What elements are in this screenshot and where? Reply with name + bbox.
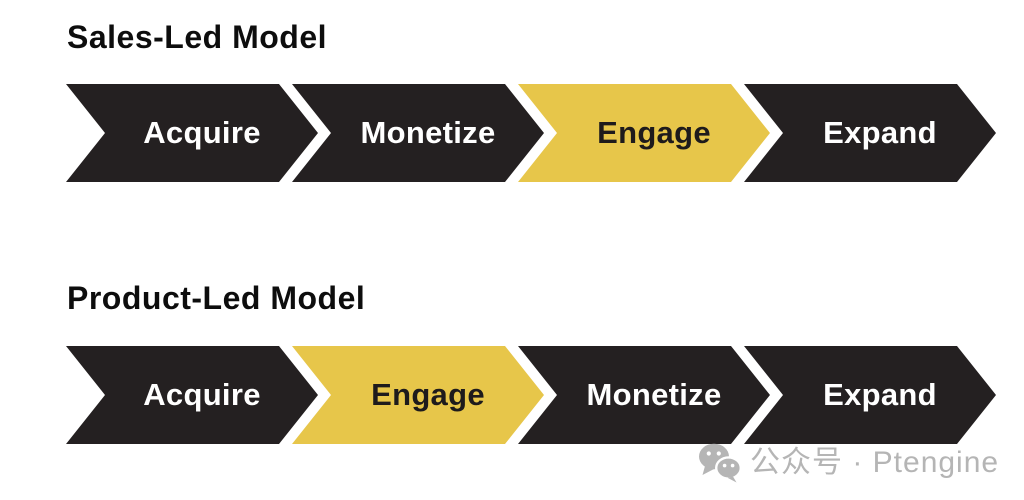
stage-label: Monetize [586, 377, 722, 412]
stage-chevron-engage: Engage [518, 84, 770, 182]
sales-led-model-title: Sales-Led Model [67, 19, 327, 55]
stage-label: Acquire [143, 115, 261, 150]
stage-chevron-engage: Engage [292, 346, 544, 444]
stage-label: Monetize [360, 115, 496, 150]
stage-chevron-monetize: Monetize [292, 84, 544, 182]
product-led-funnel-row: Acquire Engage Monetize Expand [66, 346, 996, 444]
stage-chevron-expand: Expand [744, 346, 996, 444]
stage-chevron-expand: Expand [744, 84, 996, 182]
stage-label: Engage [371, 377, 485, 412]
stage-label: Expand [823, 377, 937, 412]
watermark-text: 公众号 · Ptengine [750, 446, 1000, 479]
stage-chevron-acquire: Acquire [66, 346, 318, 444]
watermark: 公众号 · Ptengine [698, 443, 999, 483]
sales-led-funnel-row: Acquire Monetize Engage Expand [66, 84, 996, 182]
stage-chevron-acquire: Acquire [66, 84, 318, 182]
stage-label: Engage [597, 115, 711, 150]
product-led-model-title: Product-Led Model [67, 280, 366, 316]
stage-label: Expand [823, 115, 937, 150]
wechat-icon [699, 443, 742, 483]
stage-chevron-monetize: Monetize [518, 346, 770, 444]
stage-label: Acquire [143, 377, 261, 412]
